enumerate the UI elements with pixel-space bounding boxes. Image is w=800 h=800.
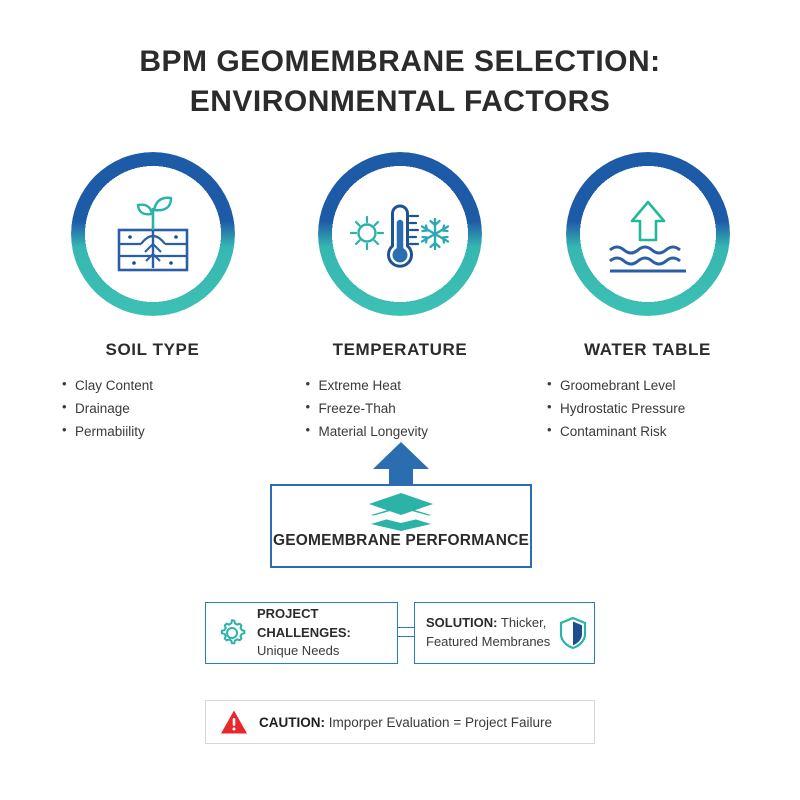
factor-bullets-soil: Clay Content Drainage Permabiility bbox=[40, 373, 153, 444]
title-line-2: ENVIRONMENTAL FACTORS bbox=[189, 84, 611, 118]
factor-water-table: WATER TABLE Groomebrant Level Hydrostati… bbox=[535, 152, 760, 460]
solution-box: SOLUTION: Thicker, Featured Membranes bbox=[414, 602, 595, 664]
project-challenges-body: Unique Needs bbox=[257, 643, 340, 659]
list-item: Drainage bbox=[62, 396, 153, 420]
factors-row: SOIL TYPE Clay Content Drainage Permabii… bbox=[40, 152, 760, 460]
list-item: Hydrostatic Pressure bbox=[547, 396, 685, 420]
solution-heading: SOLUTION: bbox=[426, 615, 498, 631]
shield-icon bbox=[558, 616, 588, 650]
layered-membrane-icon bbox=[363, 493, 439, 531]
factor-soil-type: SOIL TYPE Clay Content Drainage Permabii… bbox=[40, 152, 265, 460]
factor-icon-circle-temperature bbox=[318, 152, 482, 316]
factor-icon-circle-water bbox=[565, 152, 730, 316]
solution-body-line-2: Featured Membranes bbox=[426, 634, 551, 649]
solution-body-line-1: Thicker, bbox=[497, 615, 547, 631]
caution-bar: CAUTION: Imporper Evaluation = Project F… bbox=[205, 700, 595, 744]
factor-title-soil: SOIL TYPE bbox=[105, 340, 200, 359]
project-challenges-box: PROJECT CHALLENGES: Unique Needs bbox=[205, 602, 398, 664]
caution-heading: CAUTION: bbox=[259, 714, 325, 730]
factor-icon-circle-soil bbox=[70, 152, 235, 316]
factor-title-temperature: TEMPERATURE bbox=[332, 340, 468, 359]
factor-temperature: TEMPERATURE Extreme Heat Freeze-Thah Mat… bbox=[288, 152, 513, 460]
page-title: BPM GEOMEMBRANE SELECTION: ENVIRONMENTAL… bbox=[0, 42, 800, 122]
list-item: Material Longevity bbox=[306, 419, 429, 443]
title-line-1: BPM GEOMEMBRANE SELECTION: bbox=[139, 45, 661, 78]
list-item: Clay Content bbox=[62, 373, 153, 397]
connector-line bbox=[398, 627, 414, 637]
gear-icon bbox=[216, 617, 248, 649]
water-waves-arrow-icon bbox=[566, 152, 730, 316]
project-challenges-text: PROJECT CHALLENGES: Unique Needs bbox=[257, 605, 397, 662]
factor-title-water: WATER TABLE bbox=[584, 340, 711, 359]
list-item: Groomebrant Level bbox=[547, 373, 685, 397]
thermometer-sun-snowflake-icon bbox=[318, 152, 482, 316]
list-item: Extreme Heat bbox=[306, 373, 429, 397]
list-item: Permabiility bbox=[62, 419, 153, 443]
factor-bullets-water: Groomebrant Level Hydrostatic Pressure C… bbox=[535, 373, 685, 444]
performance-label: GEOMEMBRANE PERFORMANCE bbox=[272, 532, 530, 549]
arrow-up-icon bbox=[372, 442, 430, 488]
challenge-solution-row: PROJECT CHALLENGES: Unique Needs SOLUTIO… bbox=[205, 602, 595, 664]
gradient-ring bbox=[565, 152, 730, 316]
caution-text: CAUTION: Imporper Evaluation = Project F… bbox=[259, 715, 552, 730]
project-challenges-heading: PROJECT CHALLENGES: bbox=[257, 605, 351, 640]
list-item: Contaminant Risk bbox=[547, 419, 685, 443]
geomembrane-performance-box: GEOMEMBRANE PERFORMANCE bbox=[270, 484, 532, 568]
solution-text: SOLUTION: Thicker, Featured Membranes bbox=[426, 614, 558, 652]
factor-bullets-temperature: Extreme Heat Freeze-Thah Material Longev… bbox=[288, 373, 429, 444]
caution-body: Imporper Evaluation = Project Failure bbox=[325, 714, 552, 730]
soil-sprout-icon bbox=[71, 152, 235, 316]
warning-triangle-icon bbox=[220, 709, 248, 735]
list-item: Freeze-Thah bbox=[306, 396, 429, 420]
